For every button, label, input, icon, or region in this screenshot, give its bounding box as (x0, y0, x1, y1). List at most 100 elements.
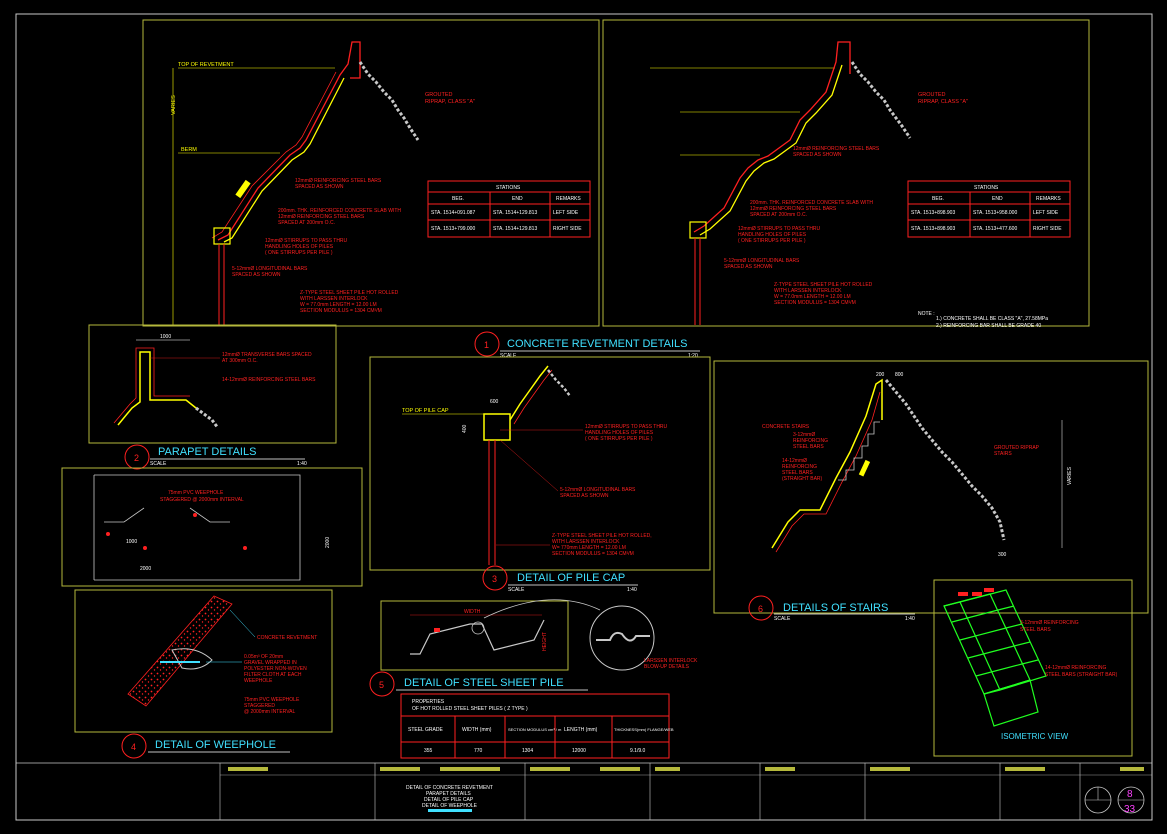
title-1-scale: SCALE (500, 353, 517, 359)
iso-note-1: 3-12mmØ REINFORCING (1020, 620, 1079, 626)
title-weephole: 4 DETAIL OF WEEPHOLE (121, 733, 290, 759)
rev-left-note-11: Z-TYPE STEEL SHEET PILE HOT ROLLED (300, 290, 399, 296)
rev-left-note-12: WITH LARSSEN INTERLOCK (300, 296, 368, 302)
grouted-label-right: GROUTED (918, 92, 946, 98)
parapet-note-3: 14-12mmØ REINFORCING STEEL BARS (222, 377, 316, 383)
top-of-revetment-label: TOP OF REVETMENT (178, 62, 234, 68)
parapet-dim: 1000 (160, 334, 171, 340)
weephole-note-4: POLYESTER NON-WOVEN (244, 666, 307, 672)
stations-table-right: STATIONS BEG. END REMARKS STA. 1513+898.… (907, 180, 1071, 238)
rev-right-note-7: HANDLING HOLES OF PILES (738, 232, 807, 238)
rev-right-note-12: WITH LARSSEN INTERLOCK (774, 288, 842, 294)
rev-left-note-4: 12mmØ REINFORCING STEEL BARS (278, 214, 365, 220)
rev-right-note-13: W = 77.0mm LENGTH = 12.00 LM (774, 294, 851, 300)
title-parapet: 2 PARAPET DETAILS SCALE 1:40 (124, 444, 307, 470)
rev-left-note-14: SECTION MODULUS = 1304 CM³/M (300, 308, 382, 314)
stairs-note-5: 14-12mmØ (782, 458, 807, 464)
title-pile-cap: 3 DETAIL OF PILE CAP SCALE 1:40 (482, 565, 638, 593)
revetment-left-panel: TOP OF REVETMENT BERM VARIES GROUTED RIP… (142, 19, 600, 327)
interlock-label: LARSSEN INTERLOCK (644, 658, 698, 664)
title-4-label: DETAIL OF WEEPHOLE (155, 739, 276, 751)
title-6-scale-value: 1:40 (905, 616, 915, 622)
stations-left-cell: LEFT SIDE (553, 210, 579, 216)
stations-left-title: STATIONS (496, 185, 521, 191)
stations-left-h1: BEG. (452, 196, 464, 202)
stations-right-h2: END (992, 196, 1003, 202)
stations-right-cell: STA. 1513+958.000 (973, 210, 1017, 216)
title-3-scale: SCALE (508, 587, 525, 593)
title-2-scale: SCALE (150, 461, 167, 467)
revetment-right-panel: GROUTED RIPRAP, CLASS "A" 12mmØ REINFORC… (602, 19, 1090, 329)
rev-right-note-9: 5-12mmØ LONGITUDINAL BARS (724, 258, 800, 264)
pile-cap-note-3: ( ONE STIRRUPS PER PILE ) (585, 436, 653, 442)
rev-right-note-10: SPACED AS SHOWN (724, 264, 773, 270)
pile-cap-note-6: Z-TYPE STEEL SHEET PILE HOT ROLLED, (552, 533, 652, 539)
sheet-pile-height: HEIGHT (542, 632, 548, 651)
title-6-label: DETAILS OF STAIRS (783, 602, 888, 614)
sheet-pile-properties-table: PROPERTIES OF HOT ROLLED STEEL SHEET PIL… (400, 693, 674, 759)
properties-h4: LENGTH (mm) (564, 727, 598, 733)
title-1-num: 1 (484, 340, 489, 350)
title-sheet-pile: 5 DETAIL OF STEEL SHEET PILE (369, 671, 588, 697)
riprap-label-right: RIPRAP, CLASS "A" (918, 99, 968, 105)
weephole-note-2: 0.05m³ OF 20mm (244, 654, 283, 660)
iso-note-4: STEEL BARS (STRAIGHT BAR) (1045, 672, 1118, 678)
title-2-label: PARAPET DETAILS (158, 446, 256, 458)
parapet-note-2: AT 300mm O.C. (222, 358, 258, 364)
stations-right-cell: RIGHT SIDE (1033, 226, 1062, 232)
weephole-dim-1: 1000 (126, 539, 137, 545)
title-3-scale-value: 1:40 (627, 587, 637, 593)
weephole-note-3: GRAVEL WRAPPED IN (244, 660, 297, 666)
stairs-note-1: CONCRETE STAIRS (762, 424, 810, 430)
pile-cap-note-8: W= 770mm LENGTH = 12.00 LM (552, 545, 626, 551)
stations-table-left: STATIONS BEG. END REMARKS STA. 1514+091.… (427, 180, 591, 238)
berm-label: BERM (181, 147, 197, 153)
properties-title-1: PROPERTIES (412, 699, 445, 705)
stairs-note-9: GROUTED RIPRAP (994, 445, 1040, 451)
pile-cap-note-5: SPACED AS SHOWN (560, 493, 609, 499)
stations-right-cell: LEFT SIDE (1033, 210, 1059, 216)
parapet-note-1: 12mmØ TRANSVERSE BARS SPACED (222, 352, 312, 358)
title-block-line-4: DETAIL OF WEEPHOLE (422, 803, 478, 809)
iso-note-2: STEEL BARS (1020, 627, 1051, 633)
sheet-pile-width: WIDTH (464, 609, 481, 615)
stairs-note-8: (STRAIGHT BAR) (782, 476, 823, 482)
rev-left-note-7: HANDLING HOLES OF PILES (265, 244, 334, 250)
pile-cap-note-9: SECTION MODULUS = 1304 CM³/M (552, 551, 634, 557)
weephole-dim-2: 2000 (140, 566, 151, 572)
properties-v4: 12000 (572, 748, 586, 754)
weephole-note-1: CONCRETE REVETMENT (257, 635, 317, 641)
properties-v2: 770 (474, 748, 483, 754)
stairs-note-10: STAIRS (994, 451, 1012, 457)
properties-title-2: OF HOT ROLLED STEEL SHEET PILES ( Z TYPE… (412, 706, 528, 712)
note-item-1: 1.) CONCRETE SHALL BE CLASS "A", 27.58MP… (936, 316, 1048, 322)
stations-left-cell: STA. 1514+129.813 (493, 210, 537, 216)
weephole-dim-3: 2000 (325, 537, 331, 548)
weephole-elev-note-1: 75mm PVC WEEPHOLE (168, 490, 224, 496)
rev-right-note-1: 12mmØ REINFORCING STEEL BARS (793, 146, 880, 152)
pile-cap-dim-1: 600 (490, 399, 499, 405)
pile-cap-note-4: 5-12mmØ LONGITUDINAL BARS (560, 487, 636, 493)
stations-right-cell: STA. 1513+898.903 (911, 210, 955, 216)
grouted-label: GROUTED (425, 92, 453, 98)
stairs-dim-2: 800 (895, 372, 904, 378)
pile-cap-panel: TOP OF PILE CAP 600 400 12mmØ STIRRUPS T… (369, 356, 711, 571)
isometric-panel: 3-12mmØ REINFORCING STEEL BARS 14-12mmØ … (933, 579, 1133, 757)
weephole-note-7: 75mm PVC WEEPHOLE (244, 697, 300, 703)
title-block-line-1: DETAIL OF CONCRETE REVETMENT (406, 785, 493, 791)
sheet-pile-panel: WIDTH HEIGHT LARSSEN INTERLOCK BLOW-UP D… (380, 599, 698, 671)
stations-right-h3: REMARKS (1036, 196, 1061, 202)
rev-right-note-2: SPACED AS SHOWN (793, 152, 842, 158)
title-block-line-3: DETAIL OF PILE CAP (424, 797, 474, 803)
note-item-2: 2.) REINFORCING BAR SHALL BE GRADE 40 (936, 323, 1041, 329)
weephole-note-5: FILTER CLOTH AT EACH (244, 672, 302, 678)
stairs-varies: VARIES (1067, 466, 1073, 485)
title-4-num: 4 (131, 742, 136, 752)
properties-h2: WIDTH (mm) (462, 727, 492, 733)
weephole-elevation-panel: 75mm PVC WEEPHOLE STAGGERED @ 2000mm INT… (61, 467, 363, 587)
properties-v5: 9.1/9.0 (630, 748, 646, 754)
stations-left-h2: END (512, 196, 523, 202)
weephole-note-8: STAGGERED (244, 703, 275, 709)
rev-left-note-2: SPACED AS SHOWN (295, 184, 344, 190)
rev-right-note-5: SPACED AT 200mm O.C. (750, 212, 807, 218)
